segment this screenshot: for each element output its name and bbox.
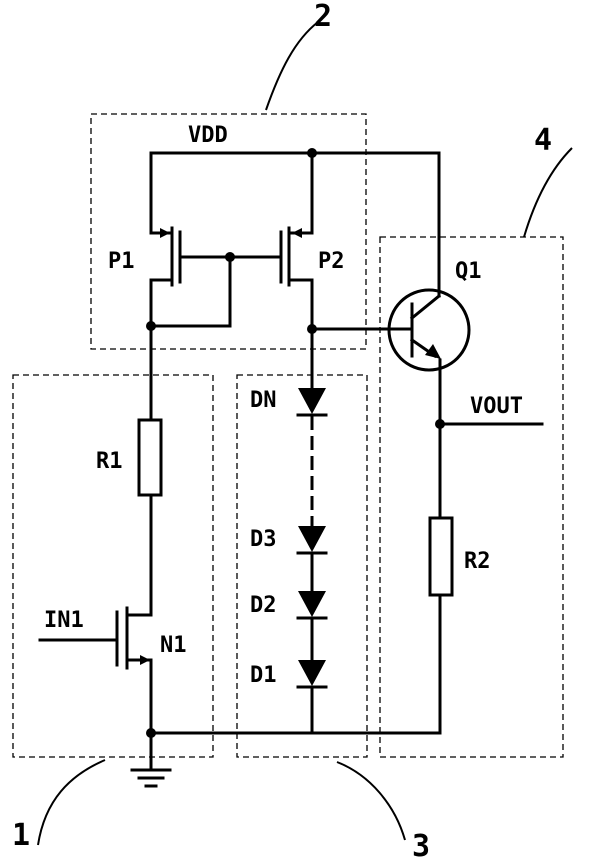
block-number-3: 3 (412, 829, 430, 862)
ground-node (146, 728, 156, 738)
diode-d3 (298, 526, 326, 552)
label-r2: R2 (464, 549, 491, 574)
diode-d1 (298, 660, 326, 686)
label-p2: P2 (318, 249, 345, 274)
p1-arrow (160, 228, 170, 238)
r1-resistor (137, 418, 163, 497)
leader-1 (37, 759, 106, 846)
label-q1: Q1 (455, 259, 482, 284)
r2-resistor (428, 516, 454, 597)
block-number-2: 2 (314, 0, 332, 34)
leader-4 (523, 147, 573, 238)
label-d3: D3 (250, 527, 277, 552)
label-in1: IN1 (44, 608, 84, 633)
leader-2 (265, 21, 319, 111)
p1-drain-node (146, 321, 156, 331)
diode-d2 (298, 591, 326, 617)
label-r1: R1 (96, 449, 123, 474)
block-number-4: 4 (534, 123, 552, 158)
label-p1: P1 (108, 249, 135, 274)
diode-dn (298, 388, 326, 414)
q1-emitter-arrow (425, 344, 441, 359)
label-vdd: VDD (188, 123, 228, 148)
block-4-output-stage (379, 236, 564, 758)
p2-arrow (292, 228, 302, 238)
label-vout: VOUT (470, 394, 523, 419)
leader-3 (336, 761, 406, 841)
label-n1: N1 (160, 633, 187, 658)
n1-arrow (140, 655, 150, 665)
q1-body (387, 288, 471, 372)
block-1-input-stage (12, 374, 214, 758)
q1-collector-leg (409, 293, 442, 321)
label-d2: D2 (250, 593, 277, 618)
label-dn: DN (250, 388, 277, 413)
label-d1: D1 (250, 663, 277, 688)
block-2-current-mirror (90, 113, 367, 350)
block-3-diode-chain (236, 374, 368, 758)
block-number-1: 1 (12, 818, 30, 853)
